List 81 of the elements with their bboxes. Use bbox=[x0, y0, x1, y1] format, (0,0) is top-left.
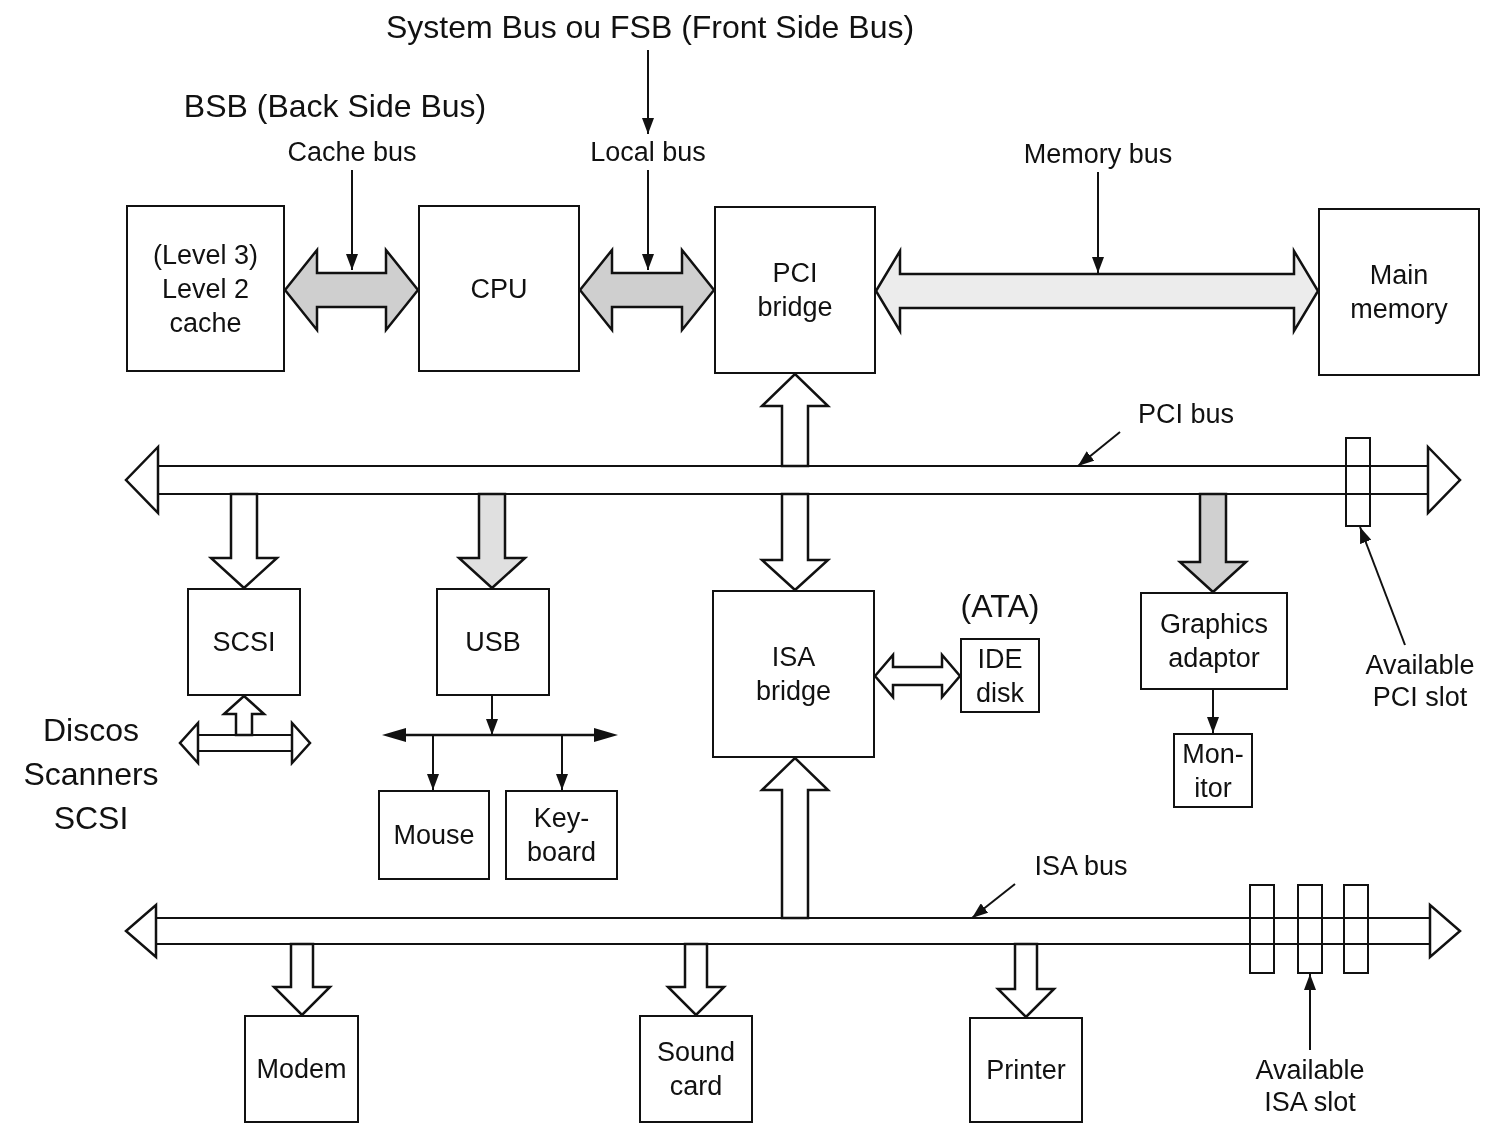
bus-arrow bbox=[874, 246, 1320, 336]
leader-line bbox=[346, 169, 358, 271]
bus-arrow bbox=[758, 492, 832, 592]
leader-line bbox=[1077, 431, 1121, 467]
box-label: Mon- itor bbox=[1181, 737, 1245, 805]
box-label: IDE disk bbox=[975, 642, 1025, 710]
bus-arrow bbox=[578, 246, 716, 334]
component-box bbox=[244, 1015, 359, 1123]
box-label: SCSI bbox=[212, 626, 276, 659]
text-label: Discos Scanners SCSI bbox=[22, 711, 160, 838]
bus-arrow bbox=[207, 492, 281, 590]
bus-arrow bbox=[271, 942, 333, 1017]
bus-arrow bbox=[1428, 902, 1462, 960]
arrow bbox=[1207, 689, 1219, 734]
bus-label: PCI bus bbox=[1137, 398, 1234, 430]
arrow bbox=[486, 695, 498, 736]
arrow bbox=[556, 734, 568, 791]
bus-bar bbox=[158, 464, 1428, 496]
bus-label: ISA bus bbox=[1034, 850, 1128, 882]
bus-arrow bbox=[220, 694, 268, 737]
box-label: CPU bbox=[470, 272, 528, 306]
arrow bbox=[427, 734, 439, 791]
text-label: (ATA) bbox=[959, 587, 1041, 626]
box-label: Key- board bbox=[525, 802, 598, 869]
bus-arrow bbox=[290, 719, 312, 767]
component-box bbox=[960, 638, 1040, 713]
bus-arrow bbox=[995, 942, 1057, 1019]
component-box bbox=[969, 1017, 1083, 1123]
box-label: Printer bbox=[986, 1054, 1066, 1087]
bus-arrow bbox=[1426, 443, 1462, 517]
bus-arrow bbox=[758, 372, 832, 468]
box-label: PCI bridge bbox=[756, 257, 834, 324]
box-label: Main memory bbox=[1349, 259, 1449, 326]
box-label: Mouse bbox=[393, 819, 475, 852]
bus-label: Memory bus bbox=[1023, 138, 1173, 170]
leader-line bbox=[1304, 973, 1316, 1051]
bus-arrow bbox=[178, 719, 200, 767]
component-box bbox=[378, 790, 490, 880]
bus-arrow bbox=[758, 756, 832, 920]
box-label: Level 2 cache bbox=[160, 272, 251, 340]
text-label: BSB (Back Side Bus) bbox=[182, 87, 488, 126]
bus-arrow bbox=[283, 246, 420, 334]
component-box bbox=[712, 590, 875, 758]
bus-arrow bbox=[1176, 492, 1250, 594]
slot-outline bbox=[1249, 884, 1275, 974]
bus-arrow bbox=[873, 651, 962, 701]
bus-label: Available ISA slot bbox=[1254, 1054, 1366, 1118]
leader-line bbox=[971, 883, 1016, 919]
bus-label: Available PCI slot bbox=[1364, 649, 1476, 713]
component-box bbox=[1318, 208, 1480, 376]
box-label: USB bbox=[465, 626, 521, 659]
component-box bbox=[1140, 592, 1288, 690]
leader-line bbox=[1092, 171, 1104, 274]
arrow bbox=[642, 49, 654, 135]
slot-outline bbox=[1297, 884, 1323, 974]
component-box bbox=[1173, 733, 1253, 808]
bus-arrow bbox=[124, 443, 160, 517]
slot-outline bbox=[1343, 884, 1369, 974]
box-label: Sound card bbox=[655, 1036, 737, 1103]
box-label: (Level 3) bbox=[152, 238, 258, 272]
bus-arrow bbox=[124, 902, 158, 960]
slot-outline bbox=[1345, 437, 1371, 527]
component-box bbox=[505, 790, 618, 880]
component-box bbox=[126, 205, 285, 372]
box-label: Modem bbox=[256, 1053, 347, 1086]
component-box bbox=[714, 206, 876, 374]
leader-line bbox=[642, 169, 654, 271]
component-box bbox=[418, 205, 580, 372]
bus-bar bbox=[198, 733, 292, 753]
leader-line bbox=[1359, 526, 1406, 646]
component-box bbox=[639, 1015, 753, 1123]
component-box bbox=[436, 588, 550, 696]
bus-bar bbox=[156, 916, 1430, 946]
box-label: ISA bridge bbox=[754, 641, 833, 708]
box-label: Graphics adaptor bbox=[1158, 608, 1269, 675]
bus-arrow bbox=[455, 492, 529, 590]
bus-arrow bbox=[665, 942, 727, 1017]
bus-label: Cache bus bbox=[287, 136, 417, 168]
component-box bbox=[187, 588, 301, 696]
bus-label: System Bus ou FSB (Front Side Bus) bbox=[385, 11, 915, 43]
bus-label: Local bus bbox=[590, 136, 706, 168]
